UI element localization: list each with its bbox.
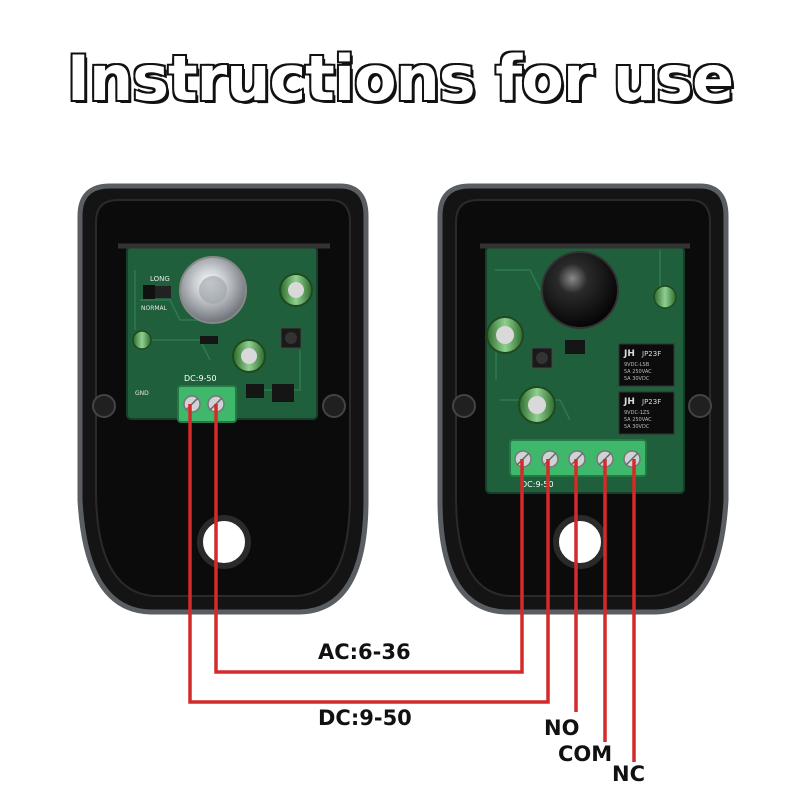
ir-receiver-lens [541,251,619,329]
label-nc: NC [612,762,645,786]
screw-hole [92,394,116,418]
relay-2-line2: 5A 250VAC [624,417,652,423]
relay-1: JH JP23F 9VDC-LSB 5A 250VAC 5A 30VDC [618,343,675,387]
relay-1-brand: JH [623,349,635,359]
relay-2-brand: JH [623,397,635,407]
screw-hole [688,394,712,418]
wire-dc [188,404,550,704]
relay-1-line1: 9VDC-LSB [624,362,650,368]
relay-2-line1: 9VDC-1ZS [624,410,650,416]
cable-hole [553,515,607,569]
label-ac: AC:6-36 [318,640,411,664]
relay-1-model: JP23F [641,350,661,358]
receiver-unit: JH JP23F 9VDC-LSB 5A 250VAC 5A 30VDC JH … [437,183,729,615]
relay-2-line3: 5A 30VDC [624,424,650,430]
relay-2: JH JP23F 9VDC-1ZS 5A 250VAC 5A 30VDC [618,391,675,435]
ic-chip [272,384,294,402]
wires [188,404,636,762]
wire-ac [214,404,524,674]
relay-2-model: JP23F [641,398,661,406]
label-com: COM [558,742,613,766]
label-dc: DC:9-50 [318,706,412,730]
page-title: Instructions for use [65,41,735,117]
receiver-terminal-label: DC:9-50 [521,480,554,489]
label-no: NO [544,716,580,740]
label-normal: NORMAL [141,305,168,312]
relay-1-line2: 5A 250VAC [624,369,652,375]
transmitter-terminal-block [177,385,237,423]
ic-chip [246,384,264,398]
screw-hole [322,394,346,418]
relay-1-line3: 5A 30VDC [624,376,650,382]
capacitor [653,285,677,309]
screw-hole [452,394,476,418]
label-gnd: GND [135,390,149,397]
transmitter-unit: LONG NORMAL GND DC:9-50 [77,183,369,615]
label-long: LONG [150,275,170,283]
ic-chip [565,340,585,354]
capacitor [132,330,152,350]
transmitter-terminal-label: DC:9-50 [184,374,217,383]
cable-hole [197,515,251,569]
